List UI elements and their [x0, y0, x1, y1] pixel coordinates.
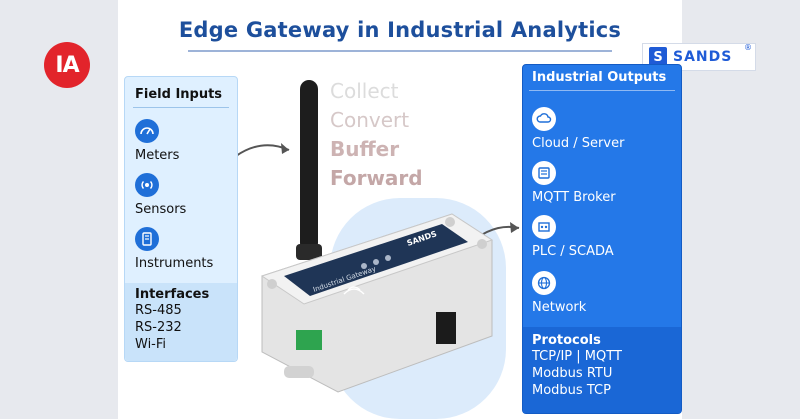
industrial-outputs-heading: Industrial Outputs [532, 70, 667, 85]
wifi-icon-arc [343, 288, 365, 295]
output-label: PLC / SCADA [532, 244, 614, 259]
output-item: MQTT Broker [532, 161, 616, 205]
instrument-icon [135, 227, 159, 251]
process-step-collect: Collect [330, 79, 399, 103]
sands-registered-mark: ® [744, 43, 752, 52]
input-arrow [235, 144, 290, 157]
status-led-3 [385, 255, 391, 261]
process-step-convert: Convert [330, 108, 410, 132]
plc-icon [532, 215, 556, 239]
output-item: Cloud / Server [532, 107, 624, 151]
network-icon [532, 271, 556, 295]
ia-logo-text: IA [55, 52, 79, 78]
ia-logo: IA [44, 42, 90, 88]
process-step-forward: Forward [330, 166, 423, 190]
wifi-icon [347, 286, 361, 291]
cloud-icon [532, 107, 556, 131]
input-arrow-head [281, 143, 289, 154]
ethernet-port [436, 312, 456, 344]
mount-screw-3 [477, 239, 487, 249]
status-led-2 [373, 259, 379, 265]
field-inputs-panel: Field Inputs Meters Sensors Instruments … [124, 76, 238, 362]
field-input-item: Sensors [135, 173, 186, 217]
protocol-item: TCP/IP | MQTT [532, 349, 622, 364]
field-input-label: Instruments [135, 256, 214, 271]
gauge-icon [135, 119, 159, 143]
protocol-item: Modbus TCP [532, 383, 611, 398]
antenna-base [296, 244, 322, 260]
process-step-buffer: Buffer [330, 137, 400, 161]
output-arrow-head [510, 222, 519, 233]
field-input-item: Meters [135, 119, 179, 163]
sands-badge-icon: S [649, 47, 667, 67]
sensor-waves-icon [135, 173, 159, 197]
sands-logo-text: SANDS [673, 49, 733, 65]
mount-screw-1 [267, 279, 277, 289]
status-led-1 [361, 263, 367, 269]
mounting-tab [284, 366, 314, 378]
protocols-section: Protocols TCP/IP | MQTT Modbus RTU Modbu… [523, 327, 681, 413]
output-label: Cloud / Server [532, 136, 625, 151]
title-underline [188, 50, 612, 52]
interfaces-heading: Interfaces [135, 287, 210, 302]
field-input-label: Sensors [135, 202, 187, 217]
antenna [300, 80, 318, 252]
field-input-item: Instruments [135, 227, 213, 271]
protocols-heading: Protocols [532, 333, 601, 348]
field-inputs-divider [133, 107, 229, 108]
industrial-outputs-divider [529, 90, 675, 91]
field-input-label: Meters [135, 148, 180, 163]
interfaces-section: Interfaces RS-485 RS-232 Wi-Fi [125, 283, 237, 361]
broker-icon [532, 161, 556, 185]
field-inputs-heading: Field Inputs [135, 87, 223, 102]
protocol-item: Modbus RTU [532, 366, 613, 381]
interface-item: RS-232 [135, 320, 182, 335]
terminal-block [296, 330, 322, 350]
page-title: Edge Gateway in Industrial Analytics [178, 18, 622, 42]
interface-item: RS-485 [135, 303, 182, 318]
mount-screw-2 [445, 217, 455, 227]
output-item: PLC / SCADA [532, 215, 614, 259]
output-label: MQTT Broker [532, 190, 616, 205]
industrial-outputs-panel: Industrial Outputs Cloud / Server MQTT B… [522, 64, 682, 414]
output-item: Network [532, 271, 586, 315]
output-label: Network [532, 300, 587, 315]
interface-item: Wi-Fi [135, 337, 167, 352]
